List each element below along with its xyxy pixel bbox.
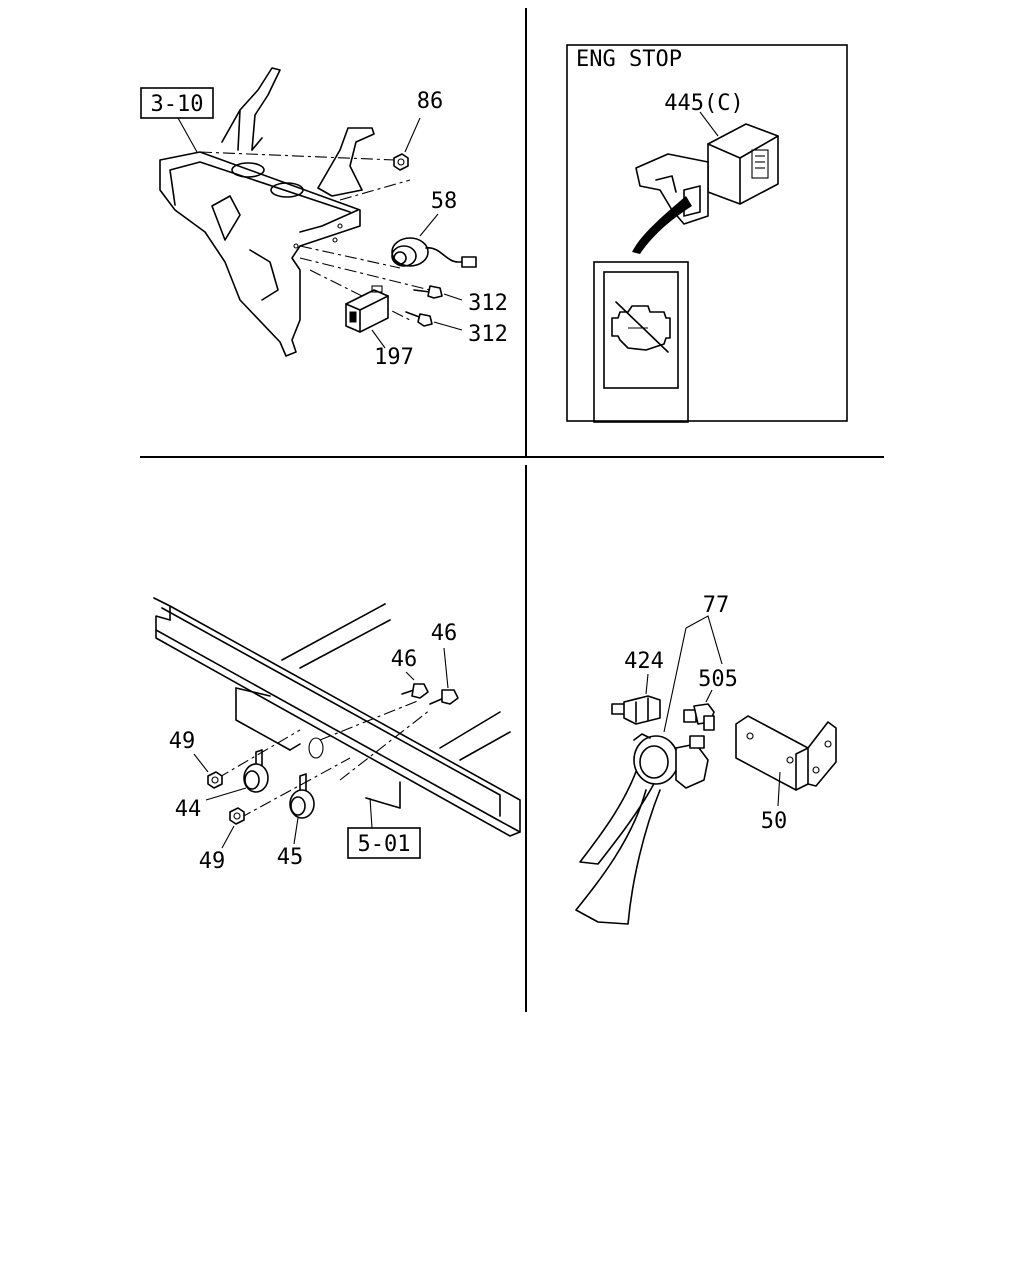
eng-stop-header: ENG STOP	[576, 47, 682, 72]
callout-86: 86	[417, 89, 444, 114]
ref-box-3-10[interactable]	[140, 87, 214, 119]
callout-77: 77	[703, 593, 730, 618]
air-horn-77[interactable]	[575, 733, 709, 925]
ref-label-3-10: 3-10	[151, 92, 204, 117]
callout-45: 45	[277, 845, 304, 870]
panel-dividers	[140, 8, 884, 1012]
nut-86[interactable]	[393, 153, 409, 171]
callout-424: 424	[624, 649, 664, 674]
nut-49-lower[interactable]	[229, 807, 245, 825]
chassis-frame	[153, 597, 521, 837]
callout-46-b: 46	[431, 621, 458, 646]
pedal-bracket	[159, 67, 375, 357]
panel-top-left: 3-10 86	[140, 67, 508, 370]
callout-312-lower: 312	[468, 322, 508, 347]
callout-44: 44	[175, 797, 202, 822]
fitting-424[interactable]	[611, 695, 661, 725]
ref-box-5-01[interactable]	[347, 827, 421, 859]
panel-top-right: ENG STOP 445(C)	[566, 44, 848, 423]
fitting-505[interactable]	[683, 703, 715, 731]
callout-58: 58	[431, 189, 458, 214]
warning-lamp-445c[interactable]	[632, 123, 779, 254]
callout-49-lower: 49	[199, 849, 226, 874]
buzzer-58[interactable]	[391, 237, 477, 268]
engine-stop-warning-icon	[611, 301, 671, 353]
bolt-312-lower[interactable]	[405, 311, 433, 327]
horn-44[interactable]	[243, 749, 269, 793]
callout-46-a: 46	[391, 647, 418, 672]
ref-label-5-01: 5-01	[358, 832, 411, 857]
bolt-312-upper[interactable]	[413, 285, 443, 299]
eng-stop-frame	[566, 44, 848, 422]
callout-197: 197	[374, 345, 414, 370]
indicator-face	[593, 261, 689, 423]
panel-bottom-right: 77 424 505	[575, 593, 837, 925]
callout-50: 50	[761, 809, 788, 834]
nut-49-upper[interactable]	[207, 771, 223, 789]
bolt-46-a[interactable]	[401, 683, 429, 699]
horn-45[interactable]	[289, 773, 315, 819]
bracket-50[interactable]	[735, 715, 837, 791]
callout-445c: 445(C)	[664, 91, 743, 116]
callout-49-upper: 49	[169, 729, 196, 754]
callout-505: 505	[698, 667, 738, 692]
bolt-46-b[interactable]	[429, 689, 459, 705]
panel-bottom-left: 46 46 49 49 44	[153, 597, 521, 874]
callout-312-upper: 312	[468, 291, 508, 316]
relay-197[interactable]	[345, 285, 389, 333]
